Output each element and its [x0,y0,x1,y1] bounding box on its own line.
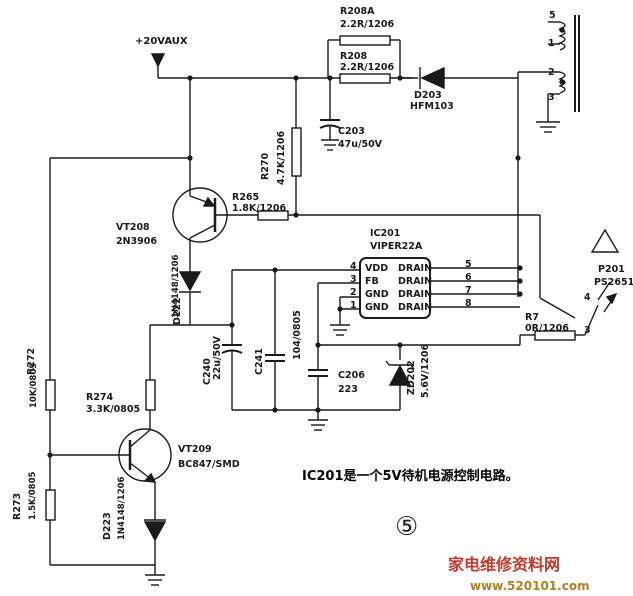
ic-viper22a [359,257,520,319]
label-r272-val: 10K/0805 [29,363,39,408]
label-r7-ref: R7 [525,312,539,323]
label-pin-drain-6: DRAIN [398,276,432,287]
label-d222-ref: D222 [172,297,183,325]
label-d203-val: HFM103 [410,101,454,112]
resistor-r272 [45,379,56,455]
label-c241-val: 104/0805 [292,310,303,360]
resistor-r265 [257,210,576,319]
label-pin-gnd-1: GND [365,289,389,300]
label-vt208-ref: VT208 [116,222,150,233]
label-r274-val: 3.3K/0805 [86,404,140,415]
label-vt208-val: 2N3906 [116,236,157,247]
ground-transformer [536,121,560,133]
resistor-r7 [400,304,599,346]
label-p201-val: PS2651 [594,277,633,288]
optocoupler-p201 [590,228,620,313]
label-c240-ref: C240 [202,358,213,385]
label-ic-ref: IC201 [370,228,400,239]
label-d223-val: 1N4148/1206 [117,476,127,540]
capacitor-c240 [221,344,243,410]
diode-d223 [143,510,167,586]
label-r273-ref: R273 [12,493,23,520]
label-pin-num-5: 5 [465,259,472,270]
watermark-url: www.520101.com [470,579,590,593]
label-pin-num-2: 2 [350,287,357,298]
junction-dots [47,75,523,458]
diode-d203 [400,66,560,90]
label-r270-ref: R270 [260,152,271,180]
resistor-r274 [145,379,156,430]
vdd-net [190,269,360,355]
watermark-cn: 家电维修资料网 [448,555,560,574]
label-xf-1: 1 [548,38,555,49]
label-d223-ref: D223 [102,512,113,540]
label-pin-num-4: 4 [350,261,357,272]
label-pin-drain-7: DRAIN [398,289,432,300]
label-r273-val: 1.5K/0805 [28,472,38,520]
diode-d222 [149,238,202,380]
label-zd202-val: 5.6V/1206 [420,344,431,398]
label-r7-val: 0R/1206 [525,323,569,334]
label-r208a-ref: R208A [340,6,375,17]
label-r208-val: 2.2R/1206 [340,62,394,73]
label-pin-drain-8: DRAIN [398,302,432,313]
capacitor-c206 [308,369,328,410]
zener-zd202 [385,360,415,410]
resistor-r208a [327,35,401,78]
label-c206-val: 223 [338,384,358,395]
label-r265-ref: R265 [232,192,259,203]
label-zd202-ref: ZD202 [406,360,417,395]
label-d203-ref: D203 [414,90,442,101]
label-r208-ref: R208 [340,51,368,62]
label-xf-2: 2 [548,67,555,78]
label-vt209-ref: VT209 [178,444,212,455]
label-c240-val: 22u/50V [212,335,223,380]
label-p201-ref: P201 [598,264,625,275]
label-xf-3: 3 [548,92,555,103]
label-r208a-val: 2.2R/1206 [340,19,394,30]
label-pin-num-3: 3 [350,274,357,285]
label-pin-drain-5: DRAIN [398,263,432,274]
label-r274-ref: R274 [86,392,114,403]
transistor-vt208 [172,187,258,243]
label-pin-vdd: VDD [365,263,388,274]
label-r270-val: 4.7K/1206 [276,131,287,185]
label-pin-num-8: 8 [465,298,472,309]
label-opto-pin3: 3 [584,325,591,336]
label-opto-pin4: 4 [584,292,591,303]
resistor-r270 [291,78,302,215]
transformer [547,15,580,122]
label-vt209-val: BC847/SMD [178,459,240,470]
label-xf-5: 5 [549,10,556,21]
figure-number: ⑤ [395,512,418,542]
label-r265-val: 1.8K/1206 [232,203,286,214]
capacitor-c203 [319,78,341,151]
caption: IC201是一个5V待机电源控制电路。 [302,468,519,484]
label-c206-ref: C206 [338,370,365,381]
label-supply: +20VAUX [135,36,188,47]
label-pin-num-7: 7 [465,285,472,296]
label-pin-num-1: 1 [350,300,357,311]
label-c203-val: 47u/50V [338,139,383,150]
label-pin-num-6: 6 [465,272,472,283]
label-pin-fb: FB [365,276,379,287]
label-c203-ref: C203 [338,126,365,137]
label-pin-gnd-2: GND [365,302,389,313]
bottom-ground-bus [232,409,400,431]
label-d222-val: 1N4148/1206 [171,254,181,318]
transistor-vt209 [50,428,172,510]
label-c241-ref: C241 [254,348,265,375]
capacitor-c241 [265,354,285,410]
label-ic-part: VIPER22A [370,241,423,252]
resistor-r273 [45,455,155,566]
resistor-r208 [339,73,391,84]
fb-net [317,282,401,370]
label-r272-ref: R272 [26,348,37,375]
